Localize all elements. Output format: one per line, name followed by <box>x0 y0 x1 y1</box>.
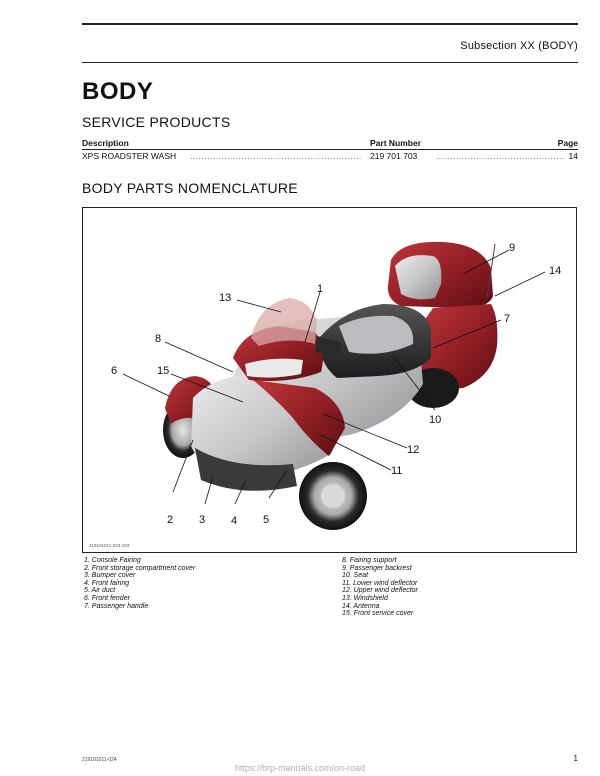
dot-leader: ........................................… <box>436 151 564 161</box>
legend-item: 10. Seat <box>342 572 369 580</box>
legend-left: 1. Console Fairing 2. Front storage comp… <box>84 557 195 610</box>
callout-5: 5 <box>263 514 269 526</box>
vehicle-illustration: 1 2 3 4 5 6 7 8 9 10 11 12 13 14 15 <box>111 241 561 530</box>
header-rule <box>82 23 578 25</box>
nomenclature-heading: BODY PARTS NOMENCLATURE <box>82 180 298 196</box>
footer-code: 219101011-024 <box>82 757 117 763</box>
product-page-link[interactable]: 14 <box>568 151 578 161</box>
col-description-header: Description <box>82 138 129 148</box>
callout-13: 13 <box>219 292 231 304</box>
passenger-backrest <box>395 255 442 300</box>
callout-15: 15 <box>157 365 169 377</box>
legend-item: 12. Upper wind deflector <box>342 587 418 595</box>
page-number: 1 <box>573 754 578 763</box>
service-products-table: Description Part Number Page XPS ROADSTE… <box>82 138 578 162</box>
callout-1: 1 <box>317 283 323 295</box>
seat-silver <box>339 315 414 354</box>
col-page-header: Page <box>557 138 578 148</box>
legend-item: 5. Air duct <box>84 587 116 595</box>
figure-id: 219101011-023-103 <box>89 543 130 548</box>
callout-14: 14 <box>549 265 561 277</box>
legend-item: 1. Console Fairing <box>84 557 141 564</box>
callout-12: 12 <box>407 444 419 456</box>
legend-item: 2. Front storage compartment cover <box>84 564 196 572</box>
callout-numbers: 1 2 3 4 5 6 7 8 9 10 11 12 13 14 15 <box>111 242 561 527</box>
subsection-label: Subsection XX (BODY) <box>460 40 578 52</box>
callout-11: 11 <box>391 465 402 477</box>
product-description: XPS ROADSTER WASH <box>82 151 177 161</box>
legend-item: 13. Windshield <box>342 594 388 602</box>
legend-item: 6. Front fender <box>84 594 130 602</box>
callout-6: 6 <box>111 365 117 377</box>
legend-item: 11. Lower wind deflector <box>342 579 418 587</box>
page-title: BODY <box>82 78 154 105</box>
product-part-number: 219 701 703 <box>370 151 418 161</box>
body-parts-figure: 1 2 3 4 5 6 7 8 9 10 11 12 13 14 15 2191… <box>82 207 577 553</box>
dot-leader: ........................................… <box>190 151 362 161</box>
headlamp <box>245 358 303 378</box>
service-products-heading: SERVICE PRODUCTS <box>82 114 231 130</box>
legend-item: 9. Passenger backrest <box>342 564 412 572</box>
legend-item: 14. Antenna <box>342 602 380 610</box>
mirror <box>315 336 342 356</box>
leader-lines <box>122 249 546 505</box>
callout-9: 9 <box>509 242 515 254</box>
windshield <box>251 298 317 346</box>
callout-10: 10 <box>429 414 441 426</box>
callout-2: 2 <box>167 514 173 526</box>
legend-item: 3. Bumper cover <box>84 572 136 580</box>
table-header: Description Part Number Page <box>82 138 578 150</box>
table-row: XPS ROADSTER WASH ......................… <box>82 151 578 162</box>
legend-item: 7. Passenger handle <box>84 602 149 610</box>
callout-7: 7 <box>504 313 510 325</box>
bumper <box>195 448 297 491</box>
watermark-link[interactable]: https://brp-manuals.com/on-road <box>234 763 366 773</box>
callout-3: 3 <box>199 514 205 526</box>
legend-right: 8. Fairing support 9. Passenger backrest… <box>342 557 418 618</box>
legend-item: 15. Front service cover <box>342 610 414 618</box>
col-part-number-header: Part Number <box>370 138 422 148</box>
legend-item: 8. Fairing support <box>342 557 397 564</box>
callout-8: 8 <box>155 333 161 345</box>
callout-4: 4 <box>231 515 237 527</box>
title-rule <box>82 62 578 63</box>
red-accent <box>253 380 345 456</box>
legend-item: 4. Front fairing <box>84 579 130 587</box>
